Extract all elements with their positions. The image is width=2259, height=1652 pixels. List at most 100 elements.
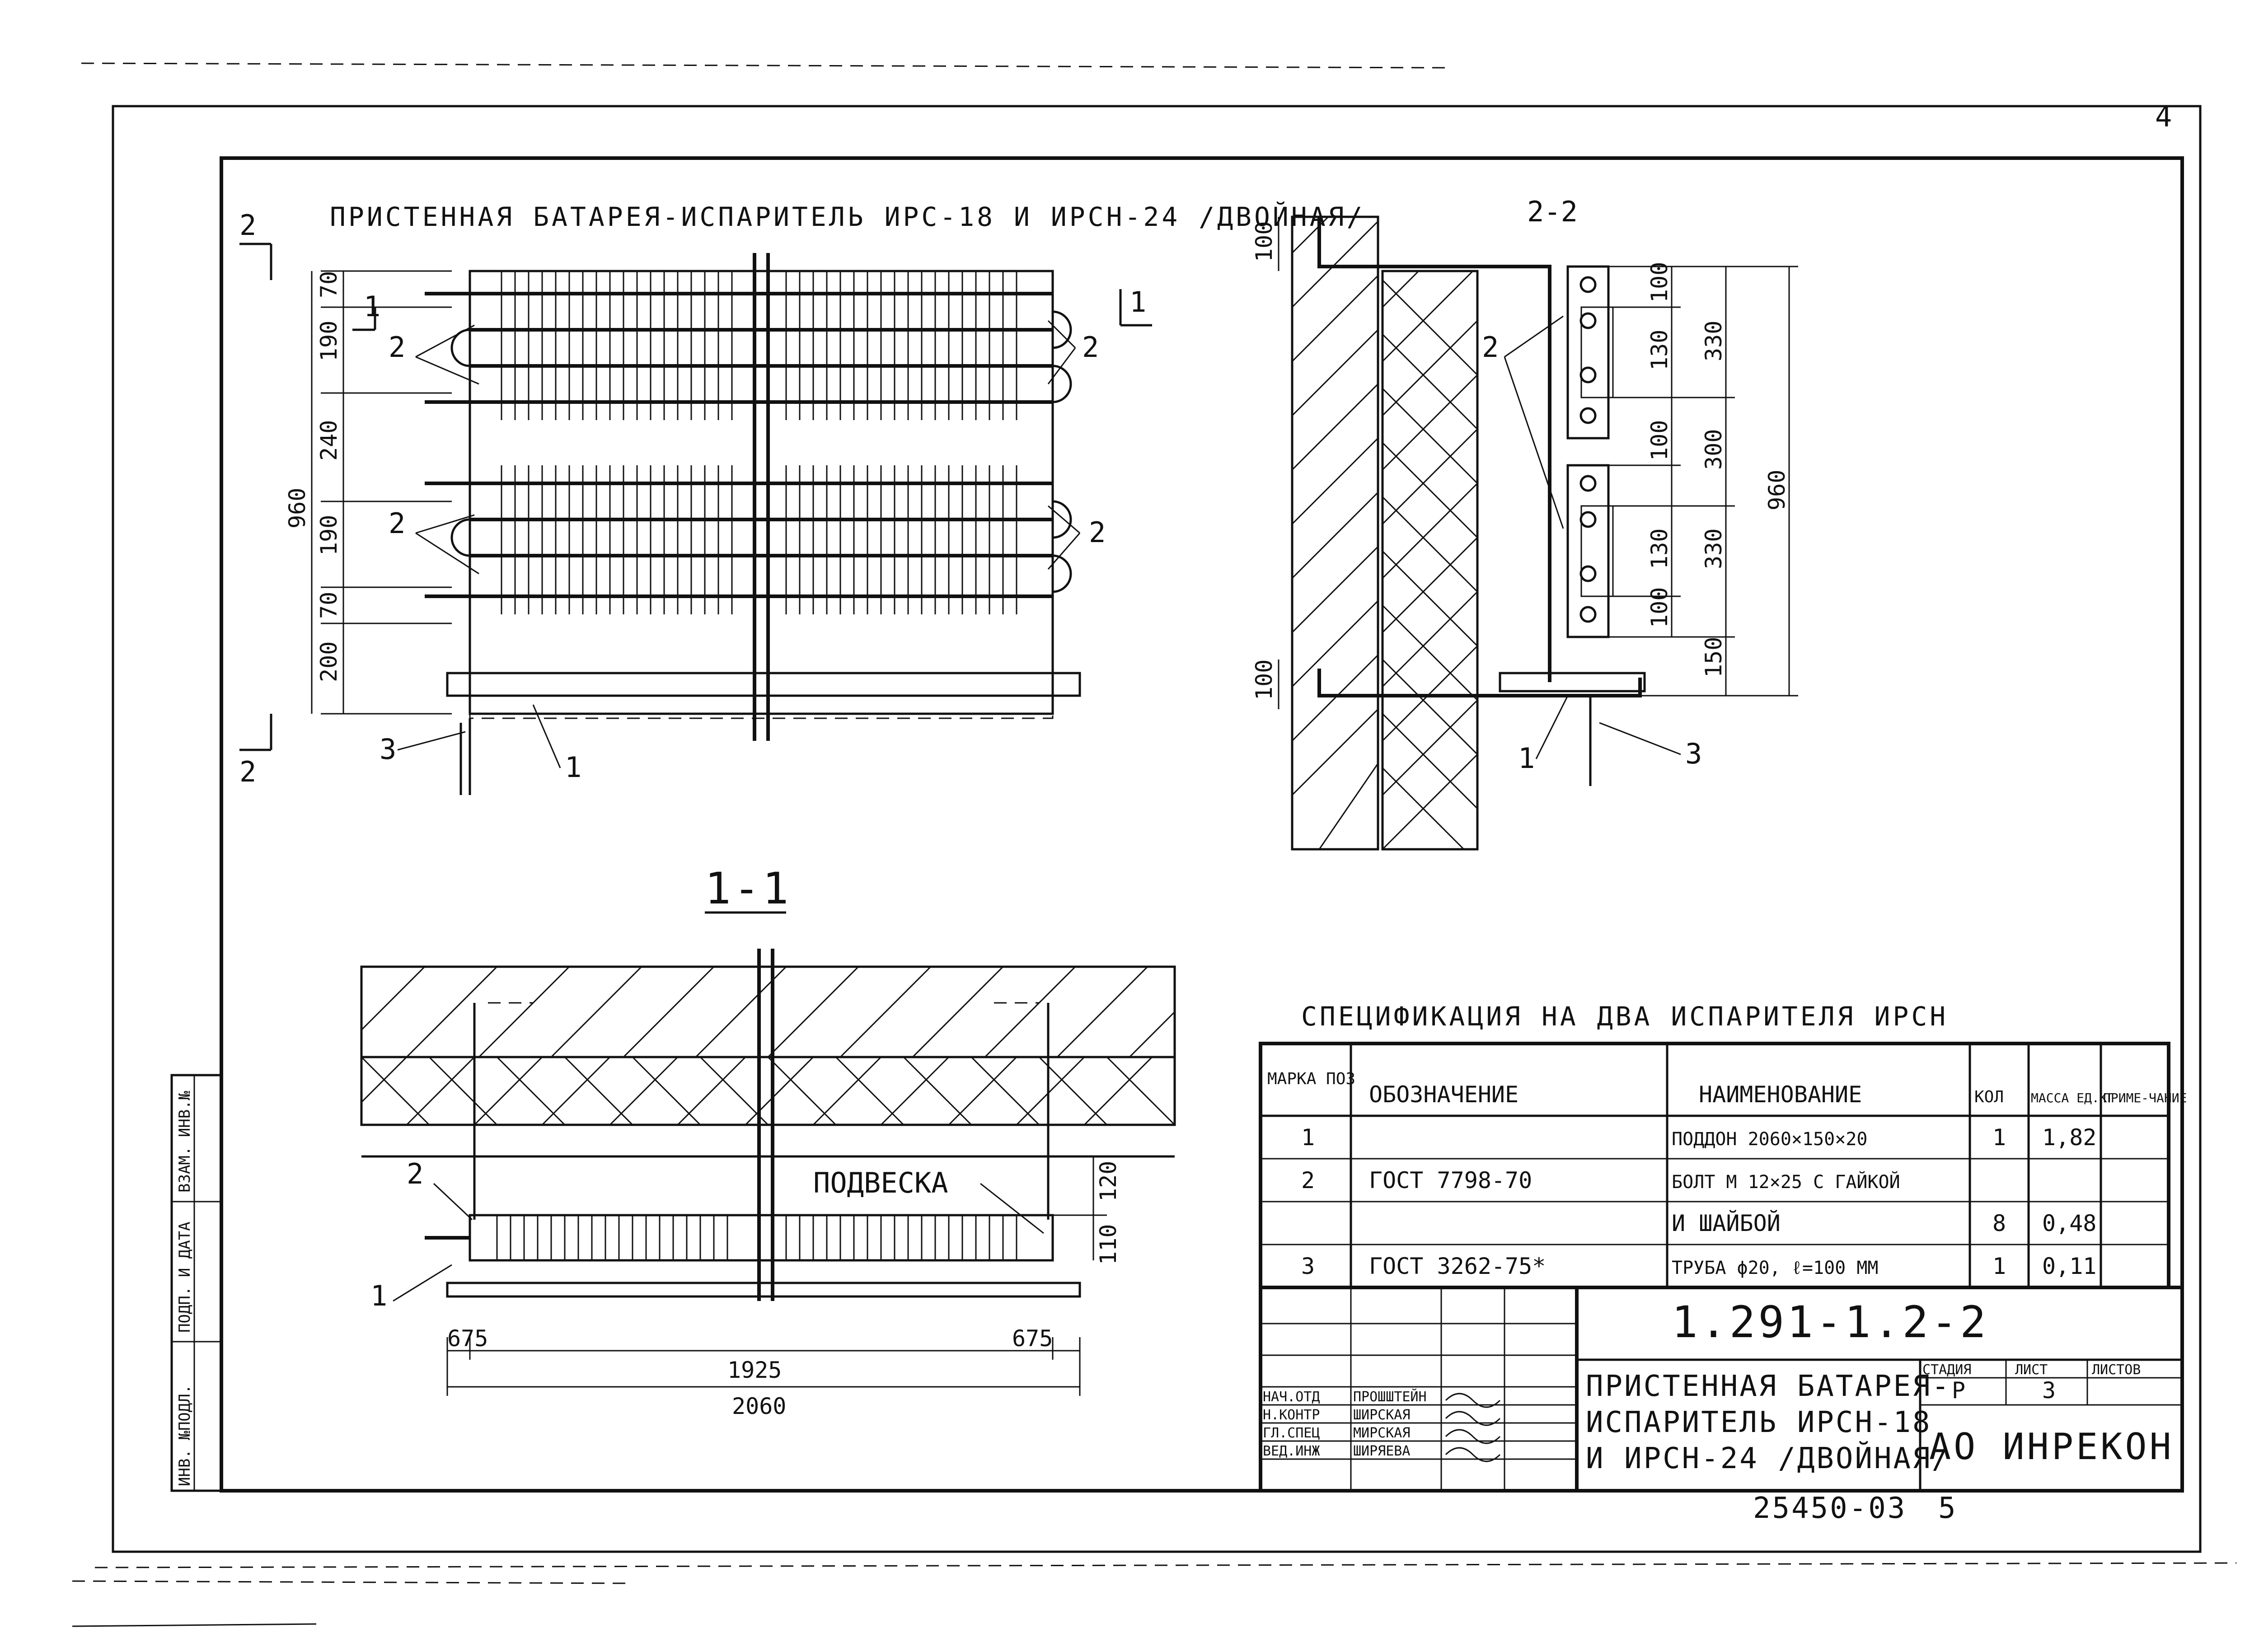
title-block: НАЧ.ОТД Н.КОНТР ГЛ.СПЕЦ ВЕД.ИНЖ ПРОШШТЕЙ… [1259, 1286, 2184, 1525]
label-hanger: ПОДВЕСКА [813, 1166, 948, 1199]
cut-marker-left: 1 [364, 290, 380, 323]
dim-675-left: 675 [447, 1325, 488, 1352]
spec-title: СПЕЦИФИКАЦИЯ НА ДВА ИСПАРИТЕЛЯ ИРСН [1301, 1001, 1948, 1032]
sheets-header: ЛИСТОВ [2092, 1362, 2141, 1378]
section-1-1-title: 1-1 [705, 863, 791, 914]
spec-row3-mass: 0,48 [2042, 1210, 2096, 1236]
dim-330-b: 330 [1701, 529, 1727, 569]
callout-1-section: 1 [1518, 742, 1535, 775]
spec-row3-name: И ШАЙБОЙ [1672, 1210, 1781, 1236]
spec-row4-qty: 1 [1992, 1253, 2006, 1279]
dim-130-b: 130 [1646, 529, 1673, 569]
dim-190-top: 190 [316, 321, 342, 361]
name-line-2: ИСПАРИТЕЛЬ ИРСН-18 [1586, 1406, 1932, 1439]
dim-100-b: 100 [1646, 420, 1673, 461]
stage-header: СТАДИЯ [1922, 1362, 1971, 1378]
role-1: НАЧ.ОТД [1263, 1389, 1320, 1405]
callout-3-front: 3 [380, 733, 396, 766]
spec-header-mark: МАРКА ПОЗ [1267, 1070, 1355, 1088]
spec-header-note: ПРИМЕ-ЧАНИЕ [2103, 1090, 2187, 1105]
dim-100-top: 100 [1251, 221, 1277, 262]
dim-100-c: 100 [1646, 587, 1673, 628]
dim-150: 150 [1701, 637, 1727, 678]
scan-noise [72, 62, 2237, 1627]
dim-960-section: 960 [1764, 470, 1790, 510]
spec-row1-mark: 1 [1301, 1124, 1315, 1151]
callout-2-section: 2 [1482, 331, 1499, 364]
specification: СПЕЦИФИКАЦИЯ НА ДВА ИСПАРИТЕЛЯ ИРСН МАРК… [1259, 1001, 2187, 1289]
spec-header-name: НАИМЕНОВАНИЕ [1699, 1081, 1862, 1108]
name-4: ШИРЯЕВА [1353, 1443, 1410, 1459]
dim-110: 110 [1095, 1224, 1121, 1265]
spec-row1-mass: 1,82 [2042, 1124, 2096, 1151]
spec-row2-designation: ГОСТ 7798-70 [1369, 1167, 1532, 1193]
name-1: ПРОШШТЕЙН [1353, 1389, 1427, 1405]
dim-675-right: 675 [1012, 1325, 1053, 1352]
spec-row4-name: ТРУБА ϕ20, ℓ=100 ММ [1672, 1258, 1878, 1278]
spec-header-qty: КОЛ [1974, 1088, 2004, 1106]
spec-row4-mark: 3 [1301, 1253, 1315, 1279]
spec-header-mass: МАССА ЕД.КГ [2031, 1090, 2114, 1105]
sheet-corner-number: 4 [2155, 100, 2172, 133]
name-3: МИРСКАЯ [1353, 1425, 1410, 1441]
callout-2-lower-right: 2 [1089, 516, 1106, 549]
outer-frame [112, 105, 2202, 1553]
dim-70-top: 70 [316, 271, 342, 298]
drawing-code: 1.291-1.2-2 [1672, 1297, 1989, 1348]
name-line-3: И ИРСН-24 /ДВОЙНАЯ/ [1586, 1441, 1951, 1475]
front-view: ПРИСТЕННАЯ БАТАРЕЯ-ИСПАРИТЕЛЬ ИРС-18 И И… [239, 201, 1365, 795]
name-line-1: ПРИСТЕННАЯ БАТАРЕЯ- [1586, 1370, 1951, 1403]
section-2-2-title: 2-2 [1527, 195, 1578, 228]
spec-header-designation: ОБОЗНАЧЕНИЕ [1369, 1081, 1518, 1108]
name-2: ШИРСКАЯ [1353, 1407, 1410, 1423]
callout-1-section-1-1: 1 [370, 1279, 387, 1312]
side-stamp: ИНВ. №ПОДЛ. ПОДП. И ДАТА ВЗАМ. ИНВ.№ [170, 1074, 223, 1492]
callout-2-upper-right: 2 [1082, 331, 1099, 364]
dim-70-bottom: 70 [316, 592, 342, 619]
dim-2060: 2060 [732, 1393, 786, 1419]
dim-190-bottom: 190 [316, 515, 342, 556]
callout-2-lower-left: 2 [389, 507, 405, 540]
dim-100-bottom: 100 [1251, 660, 1277, 700]
section-2-2: 2-2 [1251, 195, 1798, 851]
dim-960-front: 960 [284, 488, 310, 529]
section-marker-top: 2 [239, 209, 256, 242]
dim-330-a: 330 [1701, 321, 1727, 361]
spec-row2-name: БОЛТ М 12×25 С ГАЙКОЙ [1672, 1171, 1900, 1193]
cut-marker-right: 1 [1130, 285, 1146, 318]
inner-frame [220, 156, 2184, 1493]
spec-row2-mark: 2 [1301, 1167, 1315, 1193]
main-title: ПРИСТЕННАЯ БАТАРЕЯ-ИСПАРИТЕЛЬ ИРС-18 И И… [330, 201, 1365, 232]
dim-1925: 1925 [727, 1357, 782, 1383]
signature-scribbles [1445, 1393, 1501, 1462]
dim-120: 120 [1095, 1161, 1121, 1202]
callout-1-front: 1 [565, 751, 581, 784]
doc-suffix: 5 [1938, 1492, 1958, 1525]
role-3: ГЛ.СПЕЦ [1263, 1425, 1320, 1441]
sheet-header: ЛИСТ [2015, 1362, 2048, 1378]
dim-240: 240 [316, 420, 342, 461]
org-name: АО ИНРЕКОН [1929, 1426, 2174, 1468]
section-marker-bottom: 2 [239, 755, 256, 788]
sheet-value: 3 [2042, 1377, 2056, 1404]
stamp-inv: ИНВ. №ПОДЛ. [176, 1385, 194, 1486]
callout-2-upper-left: 2 [389, 331, 405, 364]
dim-130-a: 130 [1646, 330, 1673, 370]
spec-row1-name: ПОДДОН 2060×150×20 [1672, 1129, 1867, 1150]
spec-row3-qty: 8 [1992, 1210, 2006, 1236]
dim-300: 300 [1701, 429, 1727, 470]
doc-number: 25450-03 [1753, 1492, 1907, 1525]
role-2: Н.КОНТР [1263, 1407, 1320, 1423]
stamp-sign: ПОДП. И ДАТА [176, 1221, 194, 1333]
callout-2-section-1-1: 2 [407, 1157, 423, 1190]
stage-value: Р [1952, 1377, 1965, 1404]
spec-row1-qty: 1 [1992, 1124, 2006, 1151]
callout-3-section: 3 [1685, 737, 1702, 770]
dim-100-a: 100 [1646, 262, 1673, 303]
role-4: ВЕД.ИНЖ [1263, 1443, 1320, 1459]
spec-row4-mass: 0,11 [2042, 1253, 2096, 1279]
spec-row4-designation: ГОСТ 3262-75* [1369, 1253, 1546, 1279]
section-1-1: 1-1 [360, 863, 1176, 1419]
stamp-replace: ВЗАМ. ИНВ.№ [176, 1090, 194, 1193]
